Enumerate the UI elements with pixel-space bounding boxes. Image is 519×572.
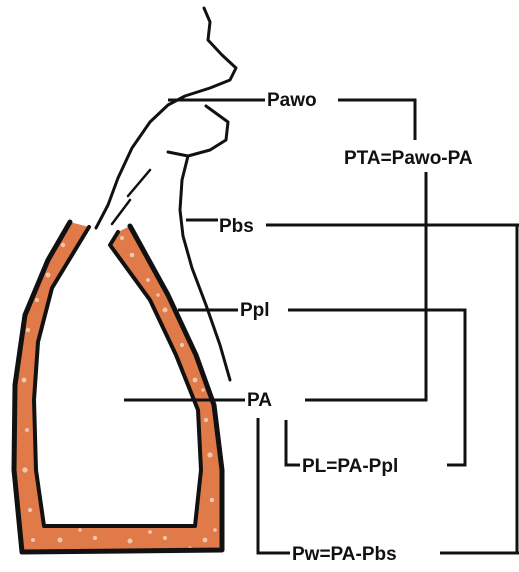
pl-equation-label: PL=PA-Ppl: [302, 456, 398, 477]
pw-equation-label: Pw=PA-Pbs: [292, 544, 397, 565]
pa-to-pl-connector: [286, 420, 300, 465]
pta-to-pa-connector: [305, 172, 426, 400]
airway-mark-upper: [128, 170, 150, 196]
ppl-to-pl-connector: [288, 310, 465, 465]
pa-label: PA: [247, 390, 272, 411]
pawo-to-pa-connector: [338, 100, 415, 140]
mouth-outline: [168, 106, 228, 156]
pawo-label: Pawo: [267, 90, 317, 111]
pta-equation-label: PTA=Pawo-PA: [344, 148, 473, 169]
pbs-label: Pbs: [219, 216, 254, 237]
ppl-label: Ppl: [240, 300, 270, 321]
nose-outline: [96, 8, 236, 228]
airway-mark-lower: [112, 200, 130, 224]
